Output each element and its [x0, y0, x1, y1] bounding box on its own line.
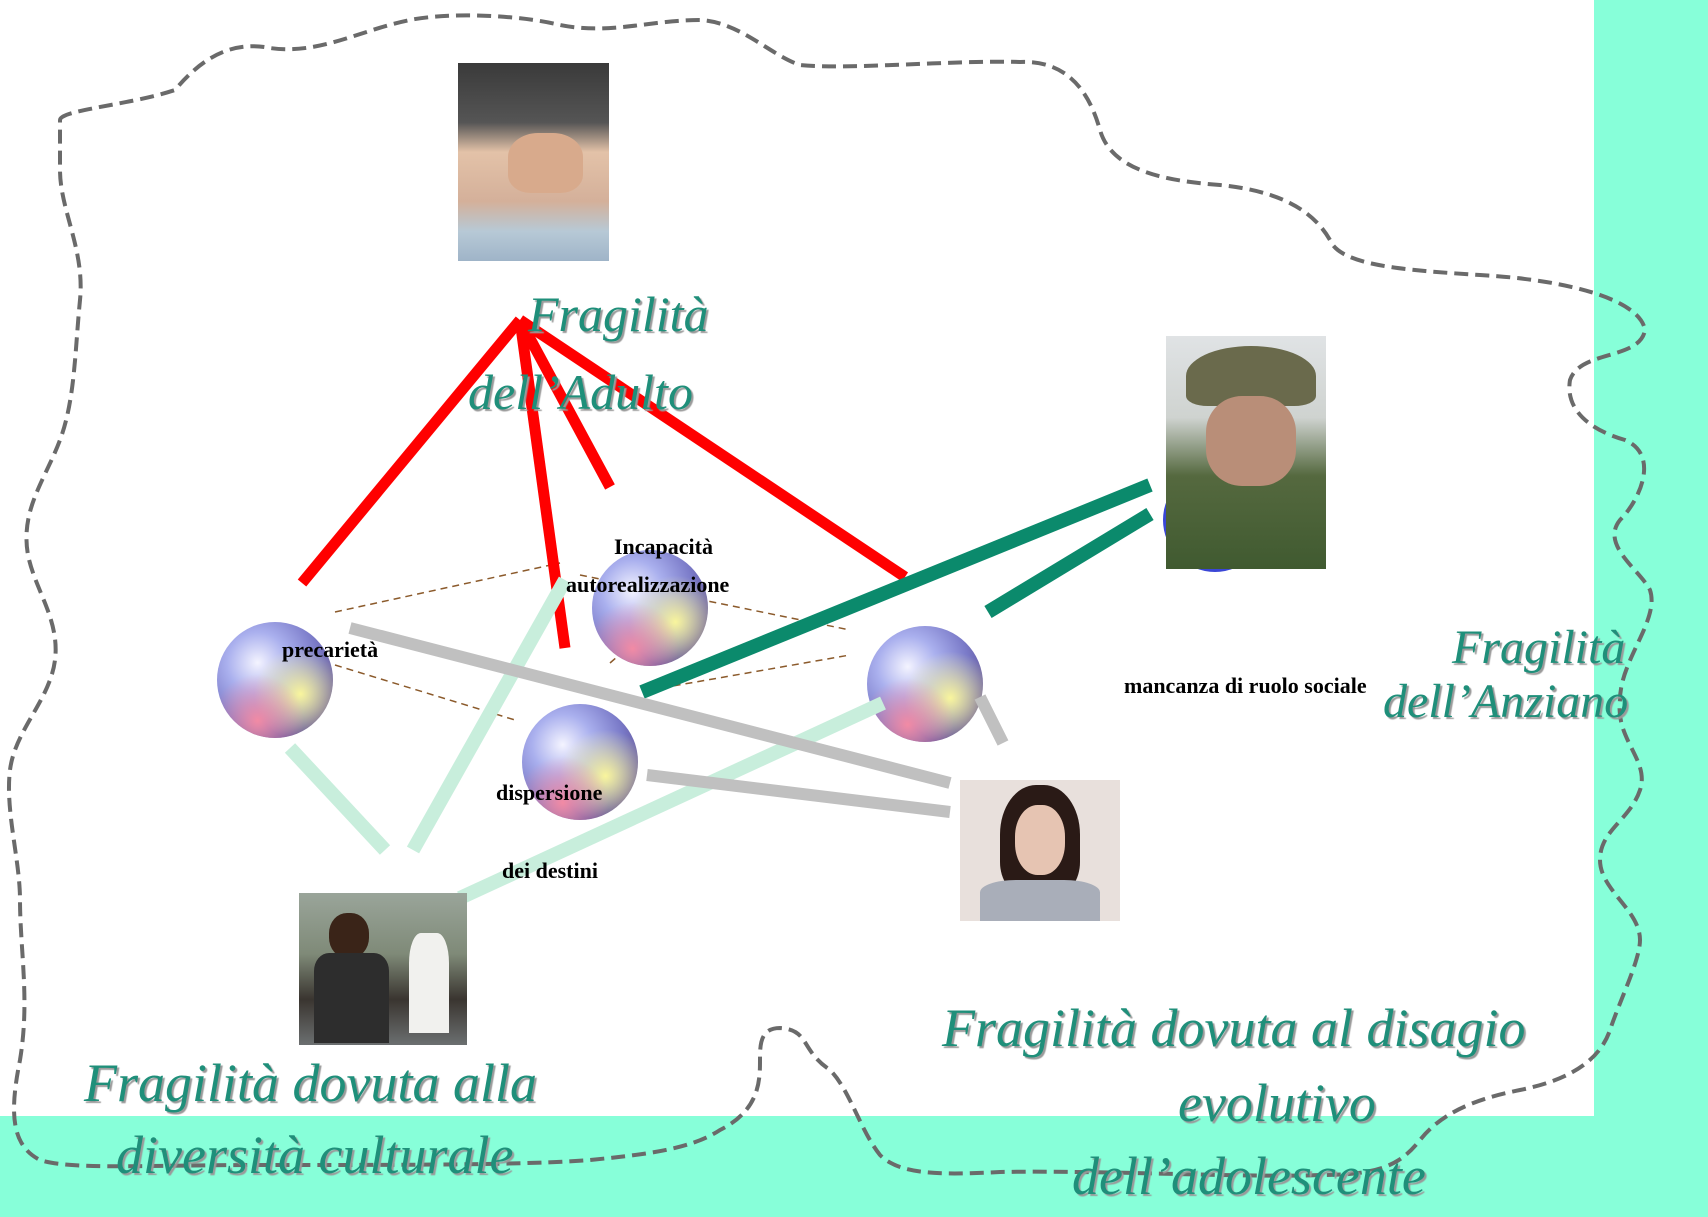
sphere-dispersione [522, 704, 638, 820]
distressed-man-photo [458, 63, 609, 261]
title-culturale-line1: Fragilità dovuta alla [84, 1053, 537, 1113]
title-culturale-line2: diversità culturale [116, 1125, 514, 1185]
pensive-girl-photo [960, 780, 1120, 921]
sphere-incapacita [592, 550, 708, 666]
title-adolescente-line2: evolutivo [1178, 1073, 1376, 1133]
right-accent-band [1594, 0, 1708, 1217]
dashed-boundary [7, 13, 1654, 1178]
title-adolescente-line1: Fragilità dovuta al disagio [942, 998, 1526, 1058]
title-adolescente-line3: dell’adolescente [1072, 1146, 1426, 1206]
node-label-incapacita-line2: autorealizzazione [566, 572, 730, 597]
node-label-precarieta: precarietà [282, 637, 379, 662]
sphere-ruolo [867, 626, 983, 742]
adolescent-links [348, 622, 1009, 818]
title-adulto-line1: Fragilità [528, 286, 709, 342]
title-adulto-line2: dell’Adulto [468, 364, 693, 420]
sphere-precarieta [217, 622, 333, 738]
node-label-dispersione: dispersione [496, 780, 603, 805]
street-people-photo [299, 893, 467, 1045]
cultural-links [284, 576, 886, 905]
title-anziano-line1: Fragilità [1452, 621, 1626, 674]
title-anziano-line2: dell’Anziano [1383, 675, 1629, 728]
node-label-destini: dei destini [502, 858, 598, 883]
node-label-ruolo: mancanza di ruolo sociale [1124, 673, 1367, 698]
elderly-man-photo [1166, 336, 1326, 569]
elder-links [639, 478, 1154, 699]
node-label-incapacita-line1: Incapacità [614, 534, 713, 559]
